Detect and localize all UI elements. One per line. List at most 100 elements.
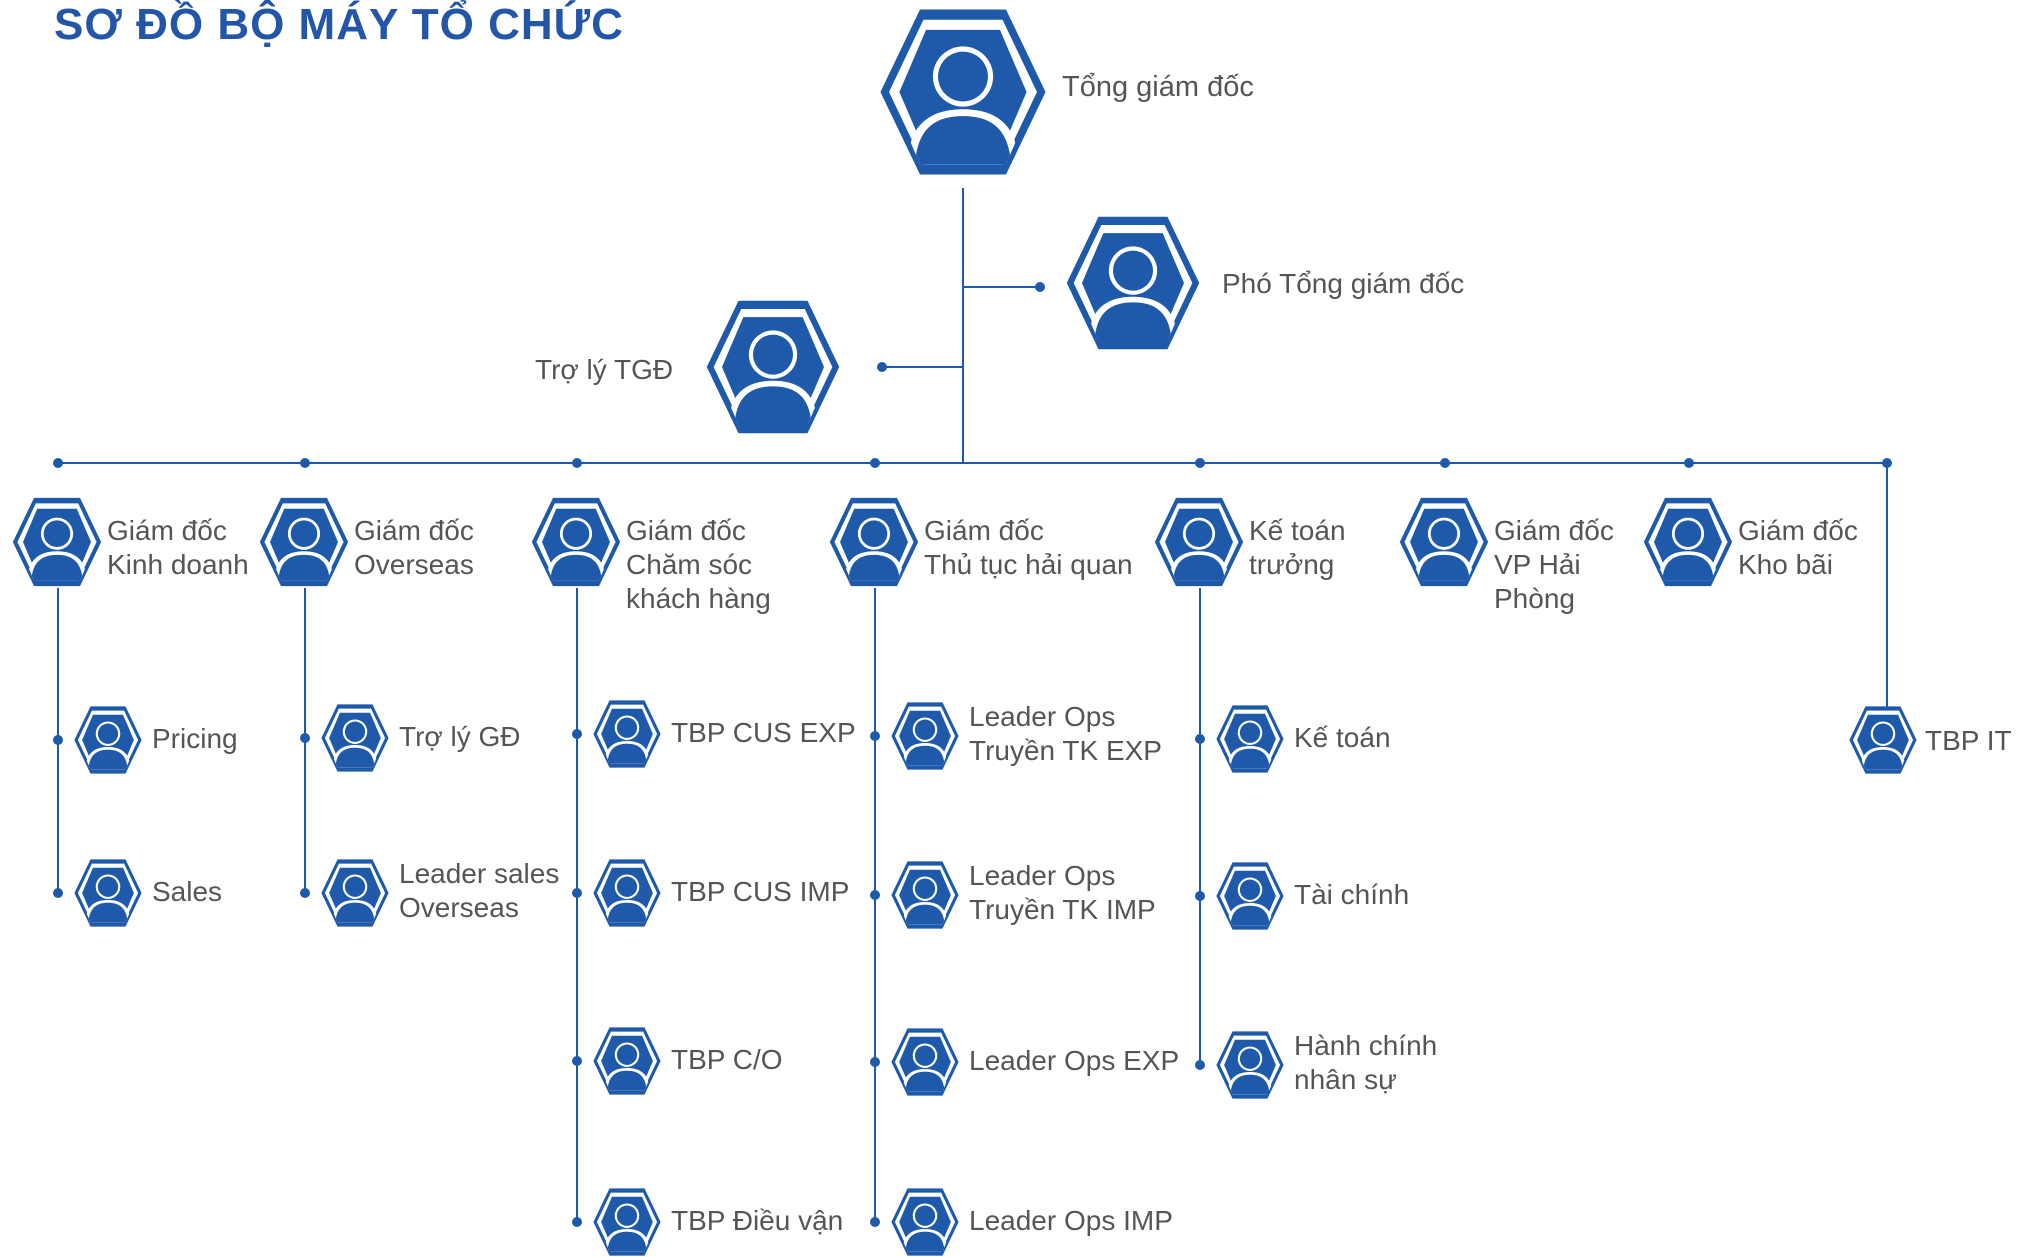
connector-dot — [1440, 458, 1450, 468]
connector-dot — [572, 888, 582, 898]
department-label-1-line: Giám đốc — [354, 515, 474, 546]
child-label-2-3: TBP Điều vận — [671, 1204, 843, 1238]
child-person-icon — [1216, 862, 1284, 930]
child-person-icon — [1216, 1031, 1284, 1099]
ceo-label: Tổng giám đốc — [1062, 70, 1254, 105]
child-label-4-2-line: nhân sự — [1294, 1064, 1397, 1096]
department-label-2-line: Giám đốc — [626, 515, 746, 546]
child-label-3-2: Leader Ops EXP — [969, 1044, 1179, 1078]
connector-dot — [53, 735, 63, 745]
child-label-3-0-line: Truyền TK EXP — [969, 735, 1162, 767]
connector-dot — [870, 731, 880, 741]
child-person-icon — [891, 1028, 959, 1096]
ceo-person-icon — [880, 9, 1046, 175]
department-person-icon — [531, 497, 621, 587]
child-label-2-2-line: TBP C/O — [671, 1044, 783, 1075]
child-label-it-line: TBP IT — [1925, 725, 2012, 756]
connector-dot — [1035, 282, 1045, 292]
child-label-3-3: Leader Ops IMP — [969, 1204, 1173, 1238]
connector-dot — [300, 733, 310, 743]
child-label-3-1-line: Truyền TK IMP — [969, 894, 1156, 926]
child-label-0-1-line: Sales — [152, 876, 223, 907]
child-person-icon — [891, 861, 959, 929]
child-label-0-1: Sales — [152, 875, 222, 909]
child-person-icon — [891, 1188, 959, 1256]
connector-dot — [870, 890, 880, 900]
department-label-6-line: Kho bãi — [1738, 549, 1833, 581]
connector-dot — [53, 888, 63, 898]
child-person-icon — [74, 859, 142, 927]
department-person-icon — [12, 497, 102, 587]
child-label-3-2-line: Leader Ops EXP — [969, 1045, 1180, 1076]
department-label-5-line: VP Hải — [1494, 549, 1581, 581]
child-label-2-0: TBP CUS EXP — [671, 716, 856, 750]
child-label-0-0-line: Pricing — [152, 723, 238, 754]
connector-dot — [1195, 458, 1205, 468]
department-label-4-line: trưởng — [1249, 549, 1335, 581]
child-person-icon — [593, 1188, 661, 1256]
department-label-3-line: Thủ tục hải quan — [924, 549, 1133, 581]
child-label-3-1-line: Leader Ops — [969, 860, 1116, 891]
department-label-0-line: Giám đốc — [107, 515, 227, 546]
child-label-0-0: Pricing — [152, 722, 238, 756]
connector-dot — [870, 1217, 880, 1227]
child-label-1-0-line: Trợ lý GĐ — [399, 721, 521, 752]
assistant-label-line: Trợ lý TGĐ — [535, 354, 674, 385]
child-person-icon — [891, 702, 959, 770]
deputy-label-line: Phó Tổng giám đốc — [1222, 268, 1465, 299]
child-label-2-1: TBP CUS IMP — [671, 875, 849, 909]
child-label-2-1-line: TBP CUS IMP — [671, 876, 850, 907]
child-person-icon — [1216, 705, 1284, 773]
department-label-5-line: Giám đốc — [1494, 515, 1614, 546]
child-person-icon — [74, 706, 142, 774]
assistant-person-icon — [706, 300, 840, 434]
child-label-3-0-line: Leader Ops — [969, 701, 1116, 732]
connector-dot — [1195, 1060, 1205, 1070]
department-label-0-line: Kinh doanh — [107, 549, 249, 581]
department-label-2-line: khách hàng — [626, 583, 771, 615]
child-label-4-2-line: Hành chính — [1294, 1030, 1438, 1061]
ceo-label-line: Tổng giám đốc — [1062, 71, 1254, 103]
connector-dot — [1684, 458, 1694, 468]
child-person-icon — [593, 1027, 661, 1095]
child-person-icon — [1849, 706, 1917, 774]
connector-dot — [870, 458, 880, 468]
department-label-3-line: Giám đốc — [924, 515, 1044, 546]
department-person-icon — [1643, 497, 1733, 587]
child-label-1-1-line: Leader sales — [399, 858, 560, 889]
deputy-person-icon — [1066, 216, 1200, 350]
child-label-4-0-line: Kế toán — [1294, 722, 1391, 753]
child-label-2-3-line: TBP Điều vận — [671, 1205, 844, 1236]
child-person-icon — [593, 859, 661, 927]
page-title: SƠ ĐỒ BỘ MÁY TỔ CHỨC — [54, 0, 624, 49]
connector-dot — [1195, 891, 1205, 901]
connector-dot — [572, 729, 582, 739]
child-label-4-1-line: Tài chính — [1294, 879, 1410, 910]
connector-dot — [877, 362, 887, 372]
department-person-icon — [829, 497, 919, 587]
connector-dot — [870, 1057, 880, 1067]
assistant-label: Trợ lý TGĐ — [535, 353, 673, 387]
child-label-it: TBP IT — [1925, 724, 2012, 758]
child-label-1-0: Trợ lý GĐ — [399, 720, 521, 754]
department-label-4-line: Kế toán — [1249, 515, 1346, 546]
deputy-label: Phó Tổng giám đốc — [1222, 267, 1464, 301]
child-person-icon — [321, 704, 389, 772]
department-label-6-line: Giám đốc — [1738, 515, 1858, 546]
child-label-2-2: TBP C/O — [671, 1043, 783, 1077]
department-person-icon — [1154, 497, 1244, 587]
connector-dot — [300, 458, 310, 468]
child-label-2-0-line: TBP CUS EXP — [671, 717, 856, 748]
child-label-4-1: Tài chính — [1294, 878, 1409, 912]
